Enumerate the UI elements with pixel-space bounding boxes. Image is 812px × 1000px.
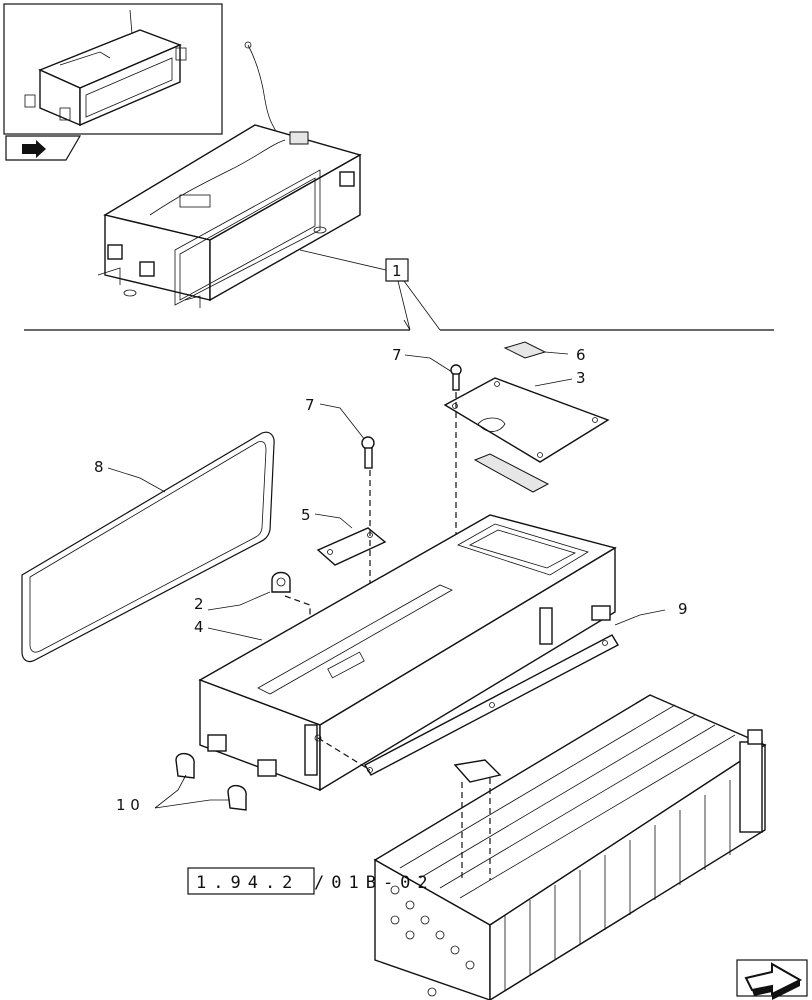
thumbnail-inset[interactable] [3,3,223,161]
callout-8: 8 [94,458,104,476]
callout-4: 4 [194,618,204,636]
assembly-line-part-9 [317,737,371,771]
part-6-pad [503,341,569,359]
leader-1 [299,249,387,271]
part-2-clip [207,571,291,611]
callout-3: 3 [576,369,586,387]
reference-suffix-text: /01B-02 [314,873,435,893]
callout-6: 6 [576,346,586,364]
reference-boxed-text: 1.94.2 [196,873,299,893]
callout-5: 5 [301,506,311,524]
thumbnail-nav-icon[interactable] [5,135,82,161]
heater-core [373,694,767,1000]
part-4-housing [198,514,617,792]
reference-box [187,867,315,895]
next-page-button[interactable] [736,959,808,1000]
callout-7-left: 7 [305,396,315,414]
part-9-strip [364,609,666,776]
callout-1: 1 [392,262,402,280]
page-arrow-icon [22,140,46,158]
next-page-arrow-icon [744,962,803,1000]
foam-strip [473,453,550,493]
part-8-gasket [21,431,275,663]
assembled-unit-drawing [97,41,362,308]
callout-10: 1 0 [116,796,140,814]
callout-9: 9 [678,600,688,618]
callout-box-1 [385,258,409,282]
part-7-screw-top [404,354,462,391]
part-10-clamps [154,753,247,811]
callout-2: 2 [194,595,204,613]
part-3-cover-plate [443,377,610,463]
thumbnail-unit-drawing [24,9,187,127]
reference-number[interactable]: 1.94.2 /01B-02 [187,867,435,895]
part-7-screw-left [319,403,375,469]
part-5-bracket [314,513,387,566]
callout-7-top: 7 [392,346,402,364]
